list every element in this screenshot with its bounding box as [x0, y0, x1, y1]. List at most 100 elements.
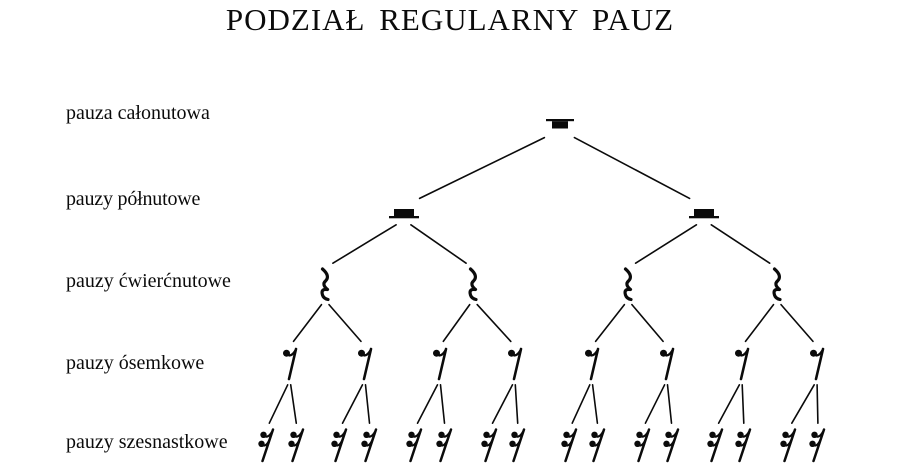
tree-edge	[631, 303, 664, 343]
rest-dot	[811, 431, 818, 438]
rest-dot	[810, 349, 817, 357]
sixteenth-rest-symbol	[663, 428, 680, 463]
quarter-rest-symbol	[468, 267, 478, 302]
eighth-rest-symbol	[433, 347, 448, 381]
rest-dot	[331, 440, 338, 447]
rest-dot	[509, 440, 516, 447]
eighth-rest-symbol	[585, 347, 600, 381]
rest-dot	[406, 440, 413, 447]
rest-stem	[589, 347, 600, 381]
tree-edge	[666, 383, 673, 425]
rest-dot	[361, 440, 368, 447]
rest-dot	[563, 431, 570, 438]
rest-dot	[481, 440, 488, 447]
rest-dot	[483, 431, 490, 438]
tree-edge	[268, 383, 289, 425]
sixteenth-rest-symbol	[634, 428, 651, 463]
rest-dot	[809, 440, 816, 447]
tree-edge	[328, 303, 362, 343]
half-rest-symbol	[389, 209, 419, 219]
rest-dot	[709, 431, 716, 438]
ledger-line	[689, 216, 719, 219]
tree-edge	[710, 224, 771, 265]
rest-dot	[735, 440, 742, 447]
rest-dot	[636, 431, 643, 438]
quarter-rest-squiggle	[468, 267, 478, 302]
tree-edge	[744, 303, 775, 343]
rest-dot	[511, 431, 518, 438]
row-label-whole-rest: pauza całonutowa	[66, 102, 210, 124]
quarter-rest-squiggle	[320, 267, 330, 302]
row-label-sixteenth-rests: pauzy szesnastkowe	[66, 431, 228, 453]
sixteenth-rest-symbol	[735, 428, 752, 463]
rest-dot	[363, 431, 370, 438]
quarter-rest-squiggle	[772, 267, 782, 302]
diagram-title: PODZIAŁ REGULARNY PAUZ	[225, 2, 675, 37]
sixteenth-rest-symbol	[809, 428, 826, 463]
rest-dot	[589, 440, 596, 447]
rest-dot	[707, 440, 714, 447]
tree-edge	[717, 383, 741, 425]
sixteenth-rest-symbol	[780, 428, 797, 463]
tree-edge	[364, 383, 371, 425]
tree-edge	[289, 383, 298, 425]
tree-edge	[644, 383, 666, 425]
eighth-rest-symbol	[810, 347, 825, 381]
rest-stem	[362, 347, 373, 381]
tree-edge	[741, 383, 745, 425]
rest-dot	[358, 349, 365, 357]
eighth-rest-symbol	[358, 347, 373, 381]
rest-dot	[438, 431, 445, 438]
tree-edge	[341, 383, 364, 425]
sixteenth-rest-symbol	[707, 428, 724, 463]
tree-edge	[416, 383, 439, 425]
eighth-rest-symbol	[660, 347, 675, 381]
tree-edge	[442, 303, 471, 343]
tree-edge	[594, 303, 626, 343]
tree-edge	[418, 136, 546, 200]
rest-dot	[663, 440, 670, 447]
sixteenth-rest-symbol	[561, 428, 578, 463]
sixteenth-rest-symbol	[288, 428, 305, 463]
rest-dot	[634, 440, 641, 447]
rest-dot	[258, 440, 265, 447]
tree-edge	[439, 383, 446, 425]
tree-edge	[476, 303, 512, 343]
tree-edge	[332, 224, 397, 265]
tree-edge	[514, 383, 519, 425]
sixteenth-rest-symbol	[436, 428, 453, 463]
tree-edge	[573, 136, 691, 200]
rest-stem	[437, 347, 448, 381]
rest-block	[394, 209, 414, 217]
rest-dot	[782, 431, 789, 438]
quarter-rest-symbol	[320, 267, 330, 302]
tree-edge	[790, 383, 816, 425]
sixteenth-rest-symbol	[406, 428, 423, 463]
tree-edge	[292, 303, 323, 343]
sixteenth-rest-symbol	[331, 428, 348, 463]
eighth-rest-symbol	[508, 347, 523, 381]
rest-dot	[283, 349, 290, 357]
rest-dot	[735, 349, 742, 357]
rest-dot	[561, 440, 568, 447]
tree-edge	[591, 383, 599, 425]
tree-edge	[634, 224, 698, 265]
eighth-rest-symbol	[735, 347, 750, 381]
eighth-rest-symbol	[283, 347, 298, 381]
rest-dot	[591, 431, 598, 438]
rest-stem	[814, 347, 825, 381]
rest-stem	[287, 347, 298, 381]
rest-stem	[512, 347, 523, 381]
rest-dot	[737, 431, 744, 438]
quarter-rest-symbol	[623, 267, 633, 302]
rest-dot	[433, 349, 440, 357]
whole-rest-symbol	[546, 119, 574, 129]
row-label-quarter-rests: pauzy ćwierćnutowe	[66, 270, 231, 292]
rest-stem	[739, 347, 750, 381]
tree-edge	[816, 383, 819, 425]
sixteenth-rest-symbol	[361, 428, 378, 463]
rest-dot	[288, 440, 295, 447]
sixteenth-rest-symbol	[509, 428, 526, 463]
tree-edge	[780, 303, 814, 343]
